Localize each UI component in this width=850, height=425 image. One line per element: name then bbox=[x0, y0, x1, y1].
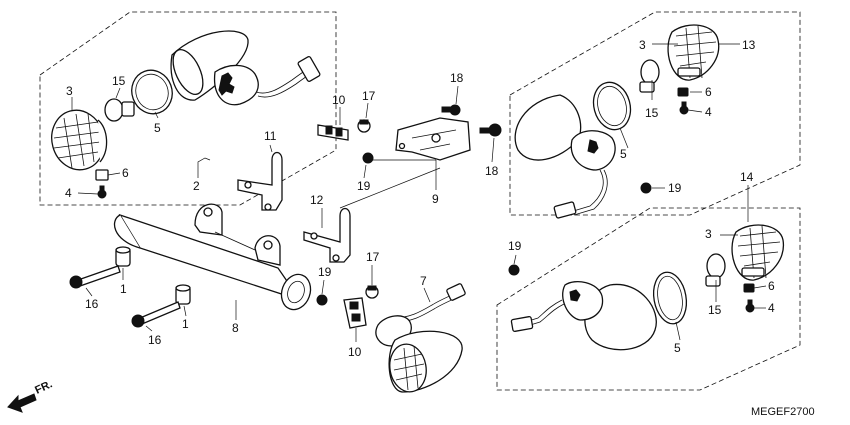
screw-right-lower-4 bbox=[745, 299, 755, 313]
callout-6: 6 bbox=[705, 85, 712, 99]
direction-label: FR. bbox=[33, 378, 54, 396]
lens-right-lower bbox=[731, 224, 785, 281]
collar-1-upper bbox=[115, 246, 131, 267]
lens-right-upper bbox=[667, 24, 720, 81]
screw-19-right-upper bbox=[640, 182, 652, 194]
callout-3: 3 bbox=[66, 84, 73, 98]
callout-4: 4 bbox=[768, 301, 775, 315]
frame-right-lower-assembly bbox=[496, 207, 801, 391]
callout-17: 17 bbox=[362, 89, 376, 103]
callout-10: 10 bbox=[332, 93, 346, 107]
lens-ring-left bbox=[131, 69, 173, 115]
callout-8: 8 bbox=[232, 321, 239, 335]
turn-signal-stay-8 bbox=[113, 203, 312, 311]
screw-19-right-lower bbox=[508, 264, 520, 276]
callout-3: 3 bbox=[705, 227, 712, 241]
callout-15: 15 bbox=[645, 106, 659, 120]
bracket-9 bbox=[395, 117, 471, 161]
bracket-10-lower bbox=[343, 297, 367, 329]
callout-15: 15 bbox=[112, 74, 126, 88]
callout-4: 4 bbox=[705, 105, 712, 119]
nut-right-lower bbox=[743, 283, 755, 293]
collar-1-lower bbox=[175, 284, 191, 305]
callout-9: 9 bbox=[432, 192, 439, 206]
bolt-16-lower bbox=[131, 301, 181, 328]
callout-16: 16 bbox=[85, 297, 99, 311]
nut-right-upper bbox=[677, 87, 689, 97]
callout-1: 1 bbox=[120, 282, 127, 296]
turn-signal-front-7 bbox=[375, 283, 466, 393]
callout-13: 13 bbox=[742, 38, 756, 52]
callout-10: 10 bbox=[348, 345, 362, 359]
callout-5: 5 bbox=[154, 121, 161, 135]
callout-6: 6 bbox=[122, 166, 129, 180]
front-direction-arrow: FR. bbox=[7, 378, 54, 413]
turn-signal-housing-right-lower bbox=[510, 281, 657, 351]
turn-signal-housing-left bbox=[170, 30, 321, 106]
lens-left bbox=[51, 109, 108, 171]
callout-5: 5 bbox=[674, 341, 681, 355]
callout-17: 17 bbox=[366, 250, 380, 264]
callout-18: 18 bbox=[485, 164, 499, 178]
callout-19: 19 bbox=[508, 239, 522, 253]
bulb-right-lower bbox=[705, 253, 726, 287]
bolt-18-lower bbox=[479, 123, 502, 137]
callout-15: 15 bbox=[708, 303, 722, 317]
callout-6: 6 bbox=[768, 279, 775, 293]
callout-12: 12 bbox=[310, 193, 324, 207]
callout-18: 18 bbox=[450, 71, 464, 85]
bulb-right-upper bbox=[639, 59, 660, 93]
turn-signal-housing-right-upper bbox=[514, 94, 616, 219]
bolt-17-upper bbox=[357, 119, 371, 133]
callout-14: 14 bbox=[740, 170, 754, 184]
callout-16: 16 bbox=[148, 333, 162, 347]
bracket-10-upper bbox=[317, 124, 349, 141]
screw-19-mid bbox=[316, 294, 328, 306]
callout-4: 4 bbox=[65, 186, 72, 200]
diagram-code: MEGEF2700 bbox=[751, 406, 815, 418]
screw-right-upper-4 bbox=[679, 101, 689, 115]
screw-19-upper bbox=[362, 152, 374, 164]
bracket-11 bbox=[237, 151, 283, 211]
callout-11: 11 bbox=[264, 129, 277, 143]
lens-ring-right-upper bbox=[592, 81, 632, 131]
bolt-18-upper bbox=[441, 104, 461, 116]
callout-5: 5 bbox=[620, 147, 627, 161]
callout-1: 1 bbox=[182, 317, 189, 331]
bulb-left bbox=[104, 98, 135, 122]
callout-2: 2 bbox=[193, 179, 200, 193]
bolt-16-upper bbox=[69, 265, 121, 289]
callout-19: 19 bbox=[668, 181, 682, 195]
frame-right-upper-assembly bbox=[509, 11, 801, 216]
nut-left bbox=[95, 169, 109, 181]
bolt-17-lower bbox=[365, 285, 379, 299]
bracket-12 bbox=[303, 207, 351, 263]
callout-19: 19 bbox=[318, 265, 332, 279]
frame-left-assembly bbox=[39, 11, 337, 206]
screw-left-4 bbox=[97, 185, 107, 199]
callout-3: 3 bbox=[639, 38, 646, 52]
leader-lines bbox=[71, 43, 767, 342]
callout-19: 19 bbox=[357, 179, 371, 193]
callout-7: 7 bbox=[420, 274, 427, 288]
callout-numbers: 3 15 5 6 4 2 11 10 17 19 18 18 9 12 19 1… bbox=[65, 38, 775, 359]
